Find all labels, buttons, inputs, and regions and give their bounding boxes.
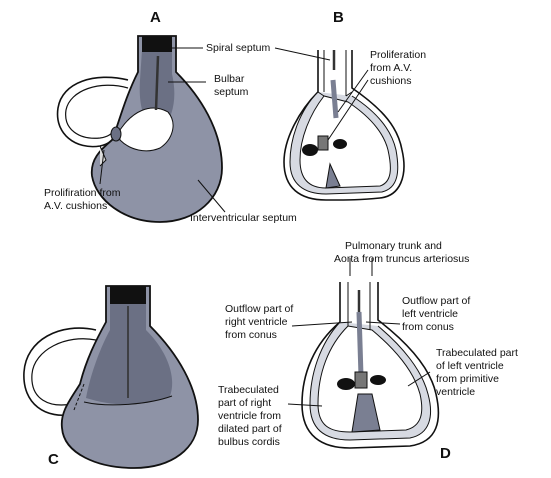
panel-b [283,50,405,201]
label-outflow-left-3: from conus [402,321,454,333]
label-prolif-right-2: from A.V. [370,62,412,74]
label-prolif-right-1: Proliferation [370,49,426,61]
panel-a-av-cushion [110,126,122,142]
label-outflow-left-2: left ventricle [402,308,458,320]
label-interventricular-septum: Interventricular septum [190,212,297,224]
label-trab-right-5: bulbus cordis [218,436,280,448]
label-trab-right-3: ventricle from [218,410,281,422]
label-outflow-right-2: right ventricle [225,316,288,328]
panel-d-letter: D [440,445,451,462]
panel-b-interventricular-septum [325,162,341,189]
label-outflow-left-1: Outflow part of [402,295,470,307]
label-trab-left-2: of left ventricle [436,360,504,372]
panel-d [301,282,440,449]
panel-a-letter: A [150,9,161,26]
panel-d-av-cushion-left [337,378,355,390]
label-trab-right-2: part of right [218,397,271,409]
panel-c [23,285,199,469]
panel-b-bulbar-septum [330,79,339,119]
label-bulbar-septum-1: Bulbar [214,73,245,85]
panel-b-av-cushion-right [333,139,347,149]
label-outflow-right-3: from conus [225,329,277,341]
label-trab-right-1: Trabeculated [218,384,279,396]
label-spiral-septum: Spiral septum [206,42,270,54]
panel-d-heart-outer [301,282,440,449]
label-prolif-left-2: A.V. cushions [44,200,107,212]
label-trab-right-4: dilated part of [218,423,282,435]
panel-a-bulbar-septum [154,55,160,111]
label-prolif-left-1: Prolifiration from [44,187,121,199]
panel-b-heart-outer [283,50,405,201]
panel-b-letter: B [333,9,344,26]
panel-b-av-cushion-left [302,144,318,156]
label-pulmonary-aorta-2: Aorta from truncus arteriosus [334,253,469,265]
panel-d-av-cushion-right [370,375,386,385]
label-pulmonary-aorta-1: Pulmonary trunk and [345,240,442,252]
label-outflow-right-1: Outflow part of [225,303,293,315]
panel-a-truncus-cap [142,36,172,52]
panel-a [56,35,223,223]
panel-c-letter: C [48,451,59,468]
panel-d-conal-septum [356,311,364,377]
label-trab-left-4: ventricle [436,386,475,398]
label-bulbar-septum-2: septum [214,86,249,98]
label-trab-left-3: from primitive [436,373,499,385]
label-trab-left-1: Trabeculated part [436,347,518,359]
panel-c-truncus-cap [110,286,146,304]
panel-d-interventricular-septum [351,393,381,433]
label-prolif-right-3: cushions [370,75,411,87]
